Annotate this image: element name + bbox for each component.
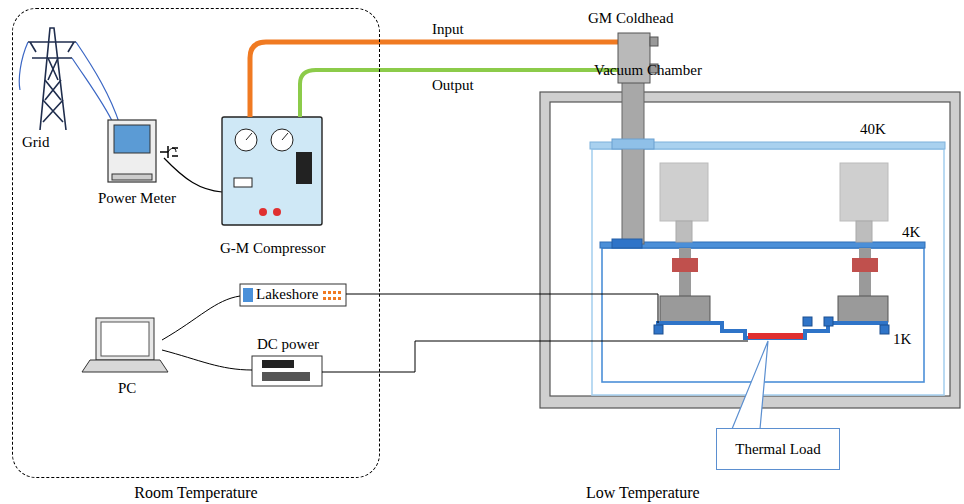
gm-compressor: [222, 117, 322, 225]
plate-1k: [656, 323, 888, 338]
callout-pointer: [732, 341, 768, 429]
callout-text: Thermal Load: [735, 441, 820, 458]
device-label: DC power: [257, 336, 319, 353]
device-label: Grid: [22, 134, 50, 151]
vacuum-chamber: [540, 92, 960, 408]
plate-mounts: [654, 317, 889, 334]
grid-wires: [19, 42, 120, 125]
device-label: G-M Compressor: [220, 240, 325, 257]
plate-4k: [600, 242, 925, 248]
cable: [162, 296, 240, 340]
stage-label: 1K: [893, 331, 911, 348]
stage-label: 4K: [902, 224, 920, 241]
grid-tower: [28, 28, 76, 130]
pc-laptop: [82, 318, 168, 372]
pipe-label: Output: [432, 77, 474, 94]
cooling-unit: [660, 163, 710, 322]
callout-box: Thermal Load: [716, 428, 840, 470]
dc-power-supply: [252, 356, 322, 386]
device-label: Power Meter: [98, 190, 176, 207]
pipe-label: Input: [432, 21, 464, 38]
sensor-wire: [346, 294, 658, 323]
heater-wire: [322, 341, 748, 372]
thermal-load-heater: [748, 333, 803, 339]
device-label: PC: [118, 380, 136, 397]
chamber-heading: Vacuum Chamber: [594, 62, 702, 79]
region-heading: Low Temperature: [586, 484, 700, 502]
vacuum-chamber-box: Vacuum Chamber: [540, 92, 960, 408]
stage-label: 40K: [860, 121, 886, 138]
device-label: Lakeshore: [256, 286, 318, 303]
region-heading: Room Temperature: [13, 484, 379, 502]
lakeshore-device: [240, 284, 346, 306]
cable: [162, 350, 252, 370]
device-label: GM Coldhead: [588, 10, 673, 27]
cooling-unit: [838, 163, 888, 322]
power-cord: [164, 158, 222, 192]
shield-40k: [592, 149, 944, 395]
power-meter: [108, 120, 178, 182]
